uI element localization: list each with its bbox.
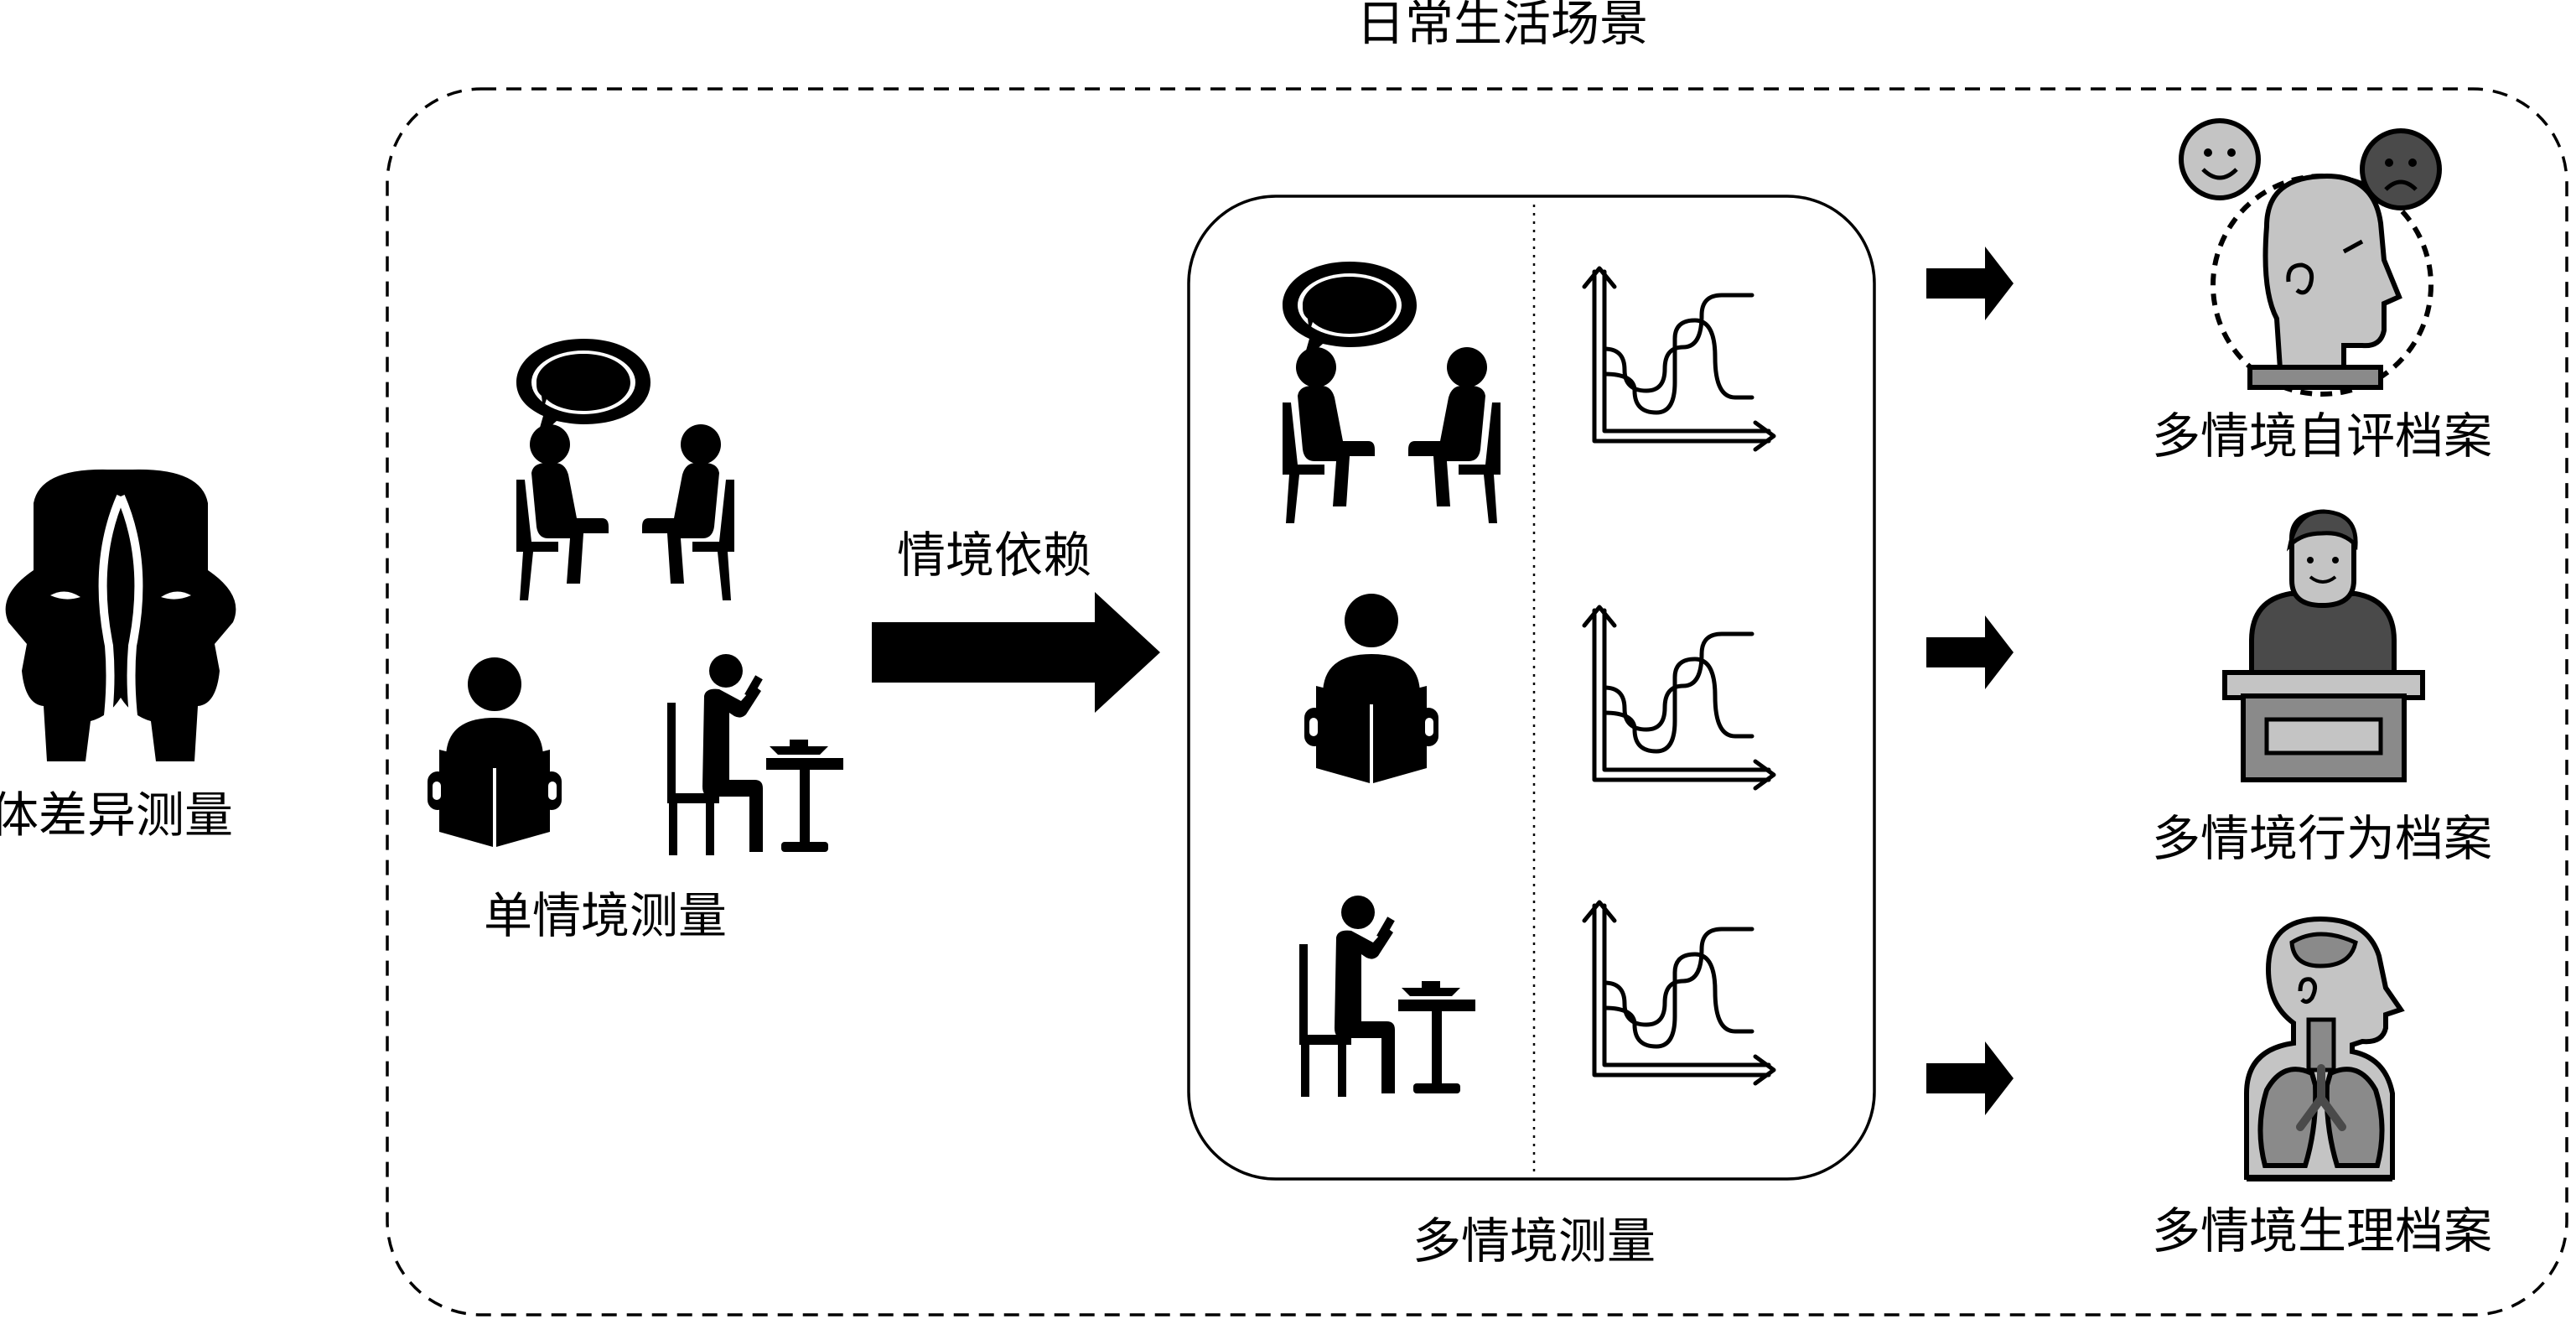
physiology-body-icon [2244, 916, 2405, 1181]
single-dining-icon [667, 654, 843, 855]
single-reading-icon [428, 657, 562, 847]
single-label: 单情境测量 [484, 887, 727, 944]
fluctuation-graph-icon [1584, 268, 1774, 449]
self-report-emotion-head-icon [2179, 118, 2442, 397]
multi-dining-icon [1299, 896, 1475, 1097]
fluctuation-graph-icon [1584, 902, 1774, 1083]
arrow-main-label: 情境依赖 [897, 527, 1091, 584]
multi-conversation-icon [1283, 262, 1501, 523]
scene-title: 日常生活场景 [1356, 0, 1648, 52]
multi-label: 多情境测量 [1412, 1213, 1656, 1270]
person-at-desk-icon [2222, 509, 2425, 782]
fluctuation-graph-icon [1584, 607, 1774, 788]
output-arrow-behavior [1926, 615, 2014, 689]
output-arrow-physiology [1926, 1041, 2014, 1115]
single-conversation-icon [516, 339, 734, 600]
two-faced-heads-icon [5, 469, 236, 773]
left-label: 个体差异测量 [0, 787, 233, 844]
multi-reading-icon [1304, 594, 1438, 783]
output-label-self-report: 多情境自评档案 [2152, 408, 2492, 465]
multi-context-box [1187, 195, 1876, 1181]
daily-life-scene-boundary [386, 87, 2568, 1316]
context-dependence-arrow [872, 592, 1160, 713]
output-label-behavior: 多情境行为档案 [2152, 810, 2492, 867]
output-label-physiology: 多情境生理档案 [2152, 1202, 2492, 1259]
output-arrow-self-report [1926, 247, 2014, 320]
